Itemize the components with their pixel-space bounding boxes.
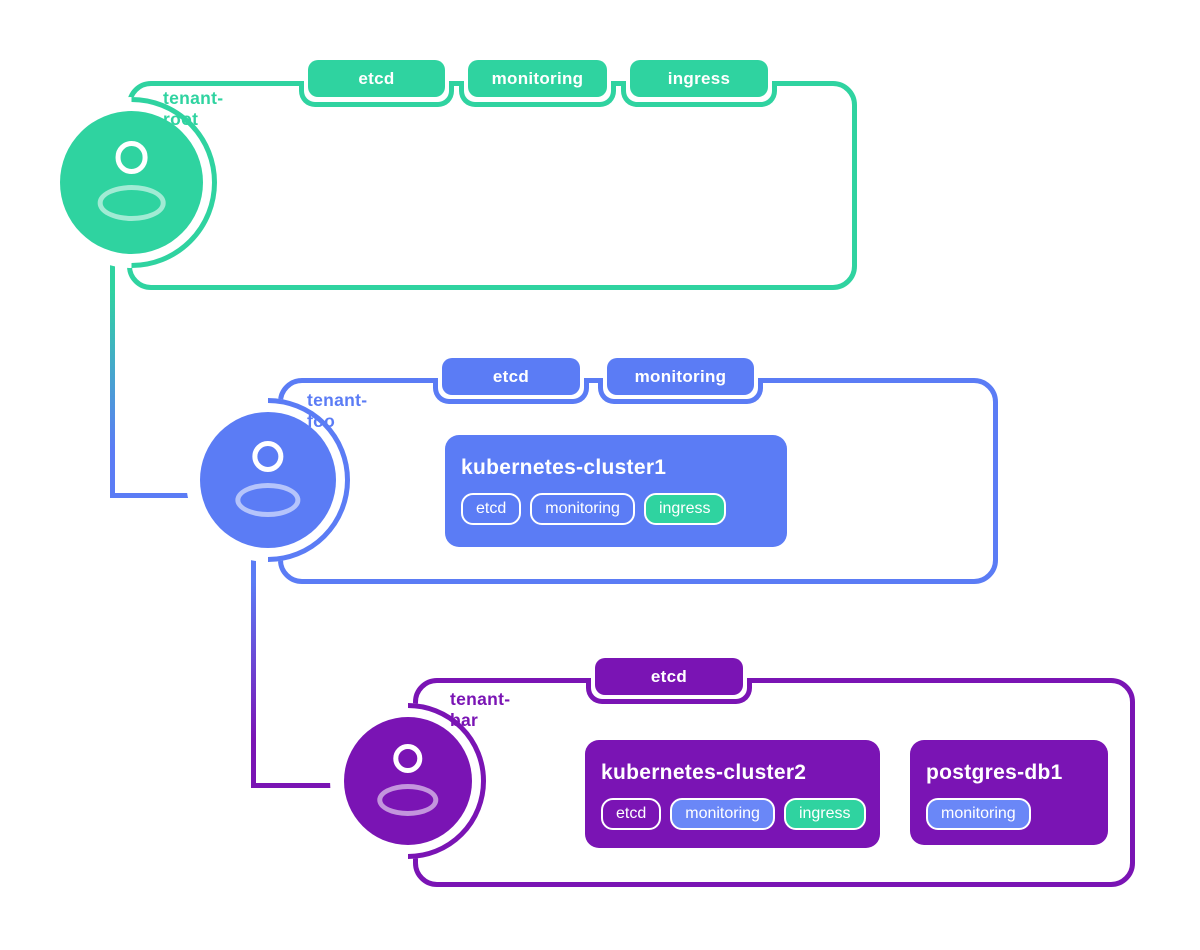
tenant-tag-etcd: etcd — [595, 658, 743, 695]
connector-foo-bar-vertical — [251, 546, 256, 788]
tenant-tag-etcd: etcd — [308, 60, 445, 97]
avatar — [60, 111, 203, 254]
connector-foo-bar-horizontal — [251, 783, 346, 788]
user-icon-body — [377, 783, 439, 816]
tenant-bar-label: tenant-bar — [450, 689, 511, 730]
tenant-root-label: tenant-root — [163, 88, 224, 129]
tenant-tag-ingress: ingress — [630, 60, 768, 97]
resource-pill-etcd: etcd — [601, 798, 662, 830]
tenant-foo-label: tenant-foo — [307, 390, 368, 431]
resource-pill-monitoring: monitoring — [926, 798, 1031, 830]
tenant-tag-monitoring: monitoring — [468, 60, 607, 97]
avatar — [200, 412, 336, 548]
resource-pill-monitoring: monitoring — [530, 493, 635, 525]
workload-card-postgres-db1: postgres-db1 monitoring — [910, 740, 1108, 845]
user-icon — [252, 440, 284, 472]
pill-row: monitoring — [926, 798, 1092, 830]
avatar — [344, 717, 472, 845]
user-icon-body — [97, 185, 166, 222]
connector-root-foo-vertical — [110, 253, 115, 498]
pill-row: etcd monitoring ingress — [601, 798, 866, 830]
workload-card-kubernetes-cluster1: kubernetes-cluster1 etcd monitoring ingr… — [445, 435, 787, 547]
pill-row: etcd monitoring ingress — [461, 493, 771, 525]
tenant-tag-monitoring: monitoring — [607, 358, 754, 395]
resource-pill-ingress: ingress — [783, 798, 866, 830]
workload-title: kubernetes-cluster1 — [461, 456, 667, 479]
workload-title: postgres-db1 — [926, 761, 1063, 784]
user-icon-body — [235, 482, 301, 517]
resource-pill-etcd: etcd — [461, 493, 522, 525]
resource-pill-monitoring: monitoring — [670, 798, 775, 830]
workload-title: kubernetes-cluster2 — [601, 761, 807, 784]
tenant-root-box — [127, 81, 857, 290]
connector-root-foo-horizontal — [110, 493, 201, 498]
user-icon — [393, 743, 423, 774]
resource-pill-ingress: ingress — [643, 493, 726, 525]
workload-card-kubernetes-cluster2: kubernetes-cluster2 etcd monitoring ingr… — [585, 740, 880, 848]
user-icon — [115, 141, 148, 174]
tenant-tag-etcd: etcd — [442, 358, 580, 395]
